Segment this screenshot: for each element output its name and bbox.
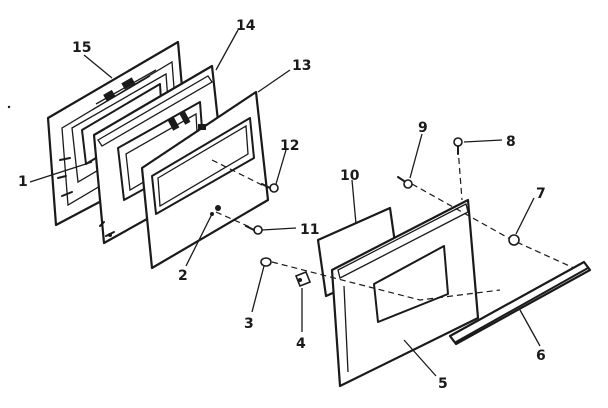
alignment-line-3-4 [271,261,501,301]
callout-9: 9 [418,120,428,136]
callout-2: 2 [178,268,188,284]
screw-part-12 [261,183,279,193]
bumper-part-3 [260,257,272,267]
screw-part-8 [453,137,463,155]
callout-1: 1 [18,174,28,190]
leader-lines [29,29,541,377]
callout-12: 12 [280,138,299,154]
callout-10: 10 [340,168,360,184]
alignment-line-8 [457,147,463,201]
callout-13: 13 [292,58,311,74]
spacer-part-7 [508,234,520,246]
callout-11: 11 [300,222,319,238]
screw-part-9 [397,176,413,189]
alignment-line-12 [211,159,269,189]
callout-3: 3 [244,316,254,332]
scan-speck [7,105,11,109]
callout-15: 15 [72,40,91,56]
door-handle-part-6 [448,260,592,346]
callout-7: 7 [536,186,546,202]
screw-part-11 [245,225,263,235]
callout-8: 8 [506,134,516,150]
callout-14: 14 [236,18,256,34]
callout-4: 4 [296,336,306,352]
outer-door-panel-part-5 [330,198,480,388]
callout-6: 6 [536,348,546,364]
inner-glass-panel-part-13 [140,90,270,270]
hinge-clip-part-4 [294,270,312,288]
callout-5: 5 [438,376,448,392]
